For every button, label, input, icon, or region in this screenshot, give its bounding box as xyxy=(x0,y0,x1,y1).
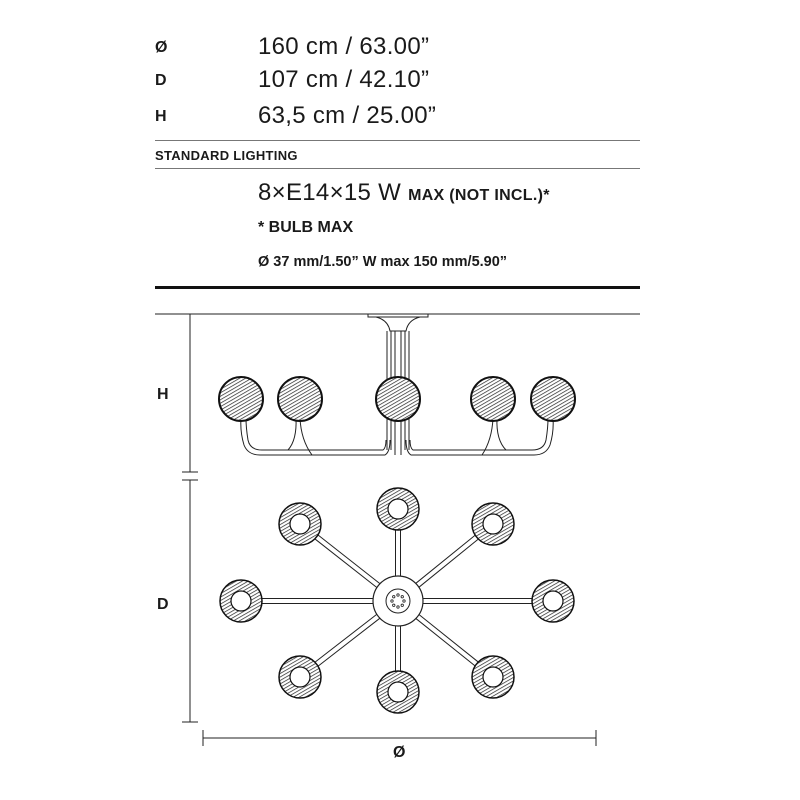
arm xyxy=(314,613,378,663)
side-globes xyxy=(218,376,576,422)
bulb-socket xyxy=(289,666,311,688)
bulb-socket xyxy=(482,513,504,535)
hub-dot xyxy=(400,603,404,607)
arm xyxy=(314,538,378,588)
section-title: STANDARD LIGHTING xyxy=(155,148,298,163)
globe-shade xyxy=(375,376,421,422)
width-label: Ø xyxy=(393,744,406,761)
hub-dot xyxy=(396,605,400,609)
diameter-label: Ø xyxy=(155,39,168,56)
bulb-spec: 8×E14×15 W MAX (NOT INCL.)* xyxy=(258,179,550,207)
arm xyxy=(418,614,479,663)
arm xyxy=(415,618,476,667)
hub-dot xyxy=(396,593,400,597)
arm xyxy=(317,534,381,584)
bulb-socket xyxy=(482,666,504,688)
top-view-depth-label: D xyxy=(157,596,169,613)
hub-dot xyxy=(402,599,406,603)
hub-dot xyxy=(392,595,396,599)
globe-shade xyxy=(530,376,576,422)
depth-value: 107 cm / 42.10” xyxy=(258,66,430,93)
bulb-socket xyxy=(387,498,409,520)
canopy xyxy=(367,313,429,332)
top-view xyxy=(219,487,575,714)
arm xyxy=(418,538,479,588)
hub-dot xyxy=(390,599,394,603)
bulb-suffix: MAX (NOT INCL.)* xyxy=(408,187,550,204)
globe-shade xyxy=(470,376,516,422)
divider xyxy=(155,168,640,169)
bulb-socket xyxy=(289,513,311,535)
arm xyxy=(317,617,381,667)
hub-dot xyxy=(392,603,396,607)
bulb-note-detail: Ø 37 mm/1.50” W max 150 mm/5.90” xyxy=(258,254,508,270)
bulb-socket xyxy=(387,681,409,703)
arm xyxy=(415,534,476,584)
bulb-note-title: * BULB MAX xyxy=(258,219,354,236)
globe-shade xyxy=(218,376,264,422)
globe-shade xyxy=(277,376,323,422)
divider xyxy=(155,140,640,141)
height-label: H xyxy=(155,108,167,125)
side-view-height-label: H xyxy=(157,386,169,403)
bulb-count: 8×E14×15 W xyxy=(258,179,402,206)
hub-inner xyxy=(385,588,411,614)
depth-label: D xyxy=(155,72,167,89)
hub xyxy=(372,575,424,627)
height-value: 63,5 cm / 25.00” xyxy=(258,102,437,129)
bulb-socket xyxy=(230,590,252,612)
bulb-socket xyxy=(542,590,564,612)
diameter-value: 160 cm / 63.00” xyxy=(258,33,430,60)
divider-thick xyxy=(155,286,640,289)
hub-dot xyxy=(400,595,404,599)
